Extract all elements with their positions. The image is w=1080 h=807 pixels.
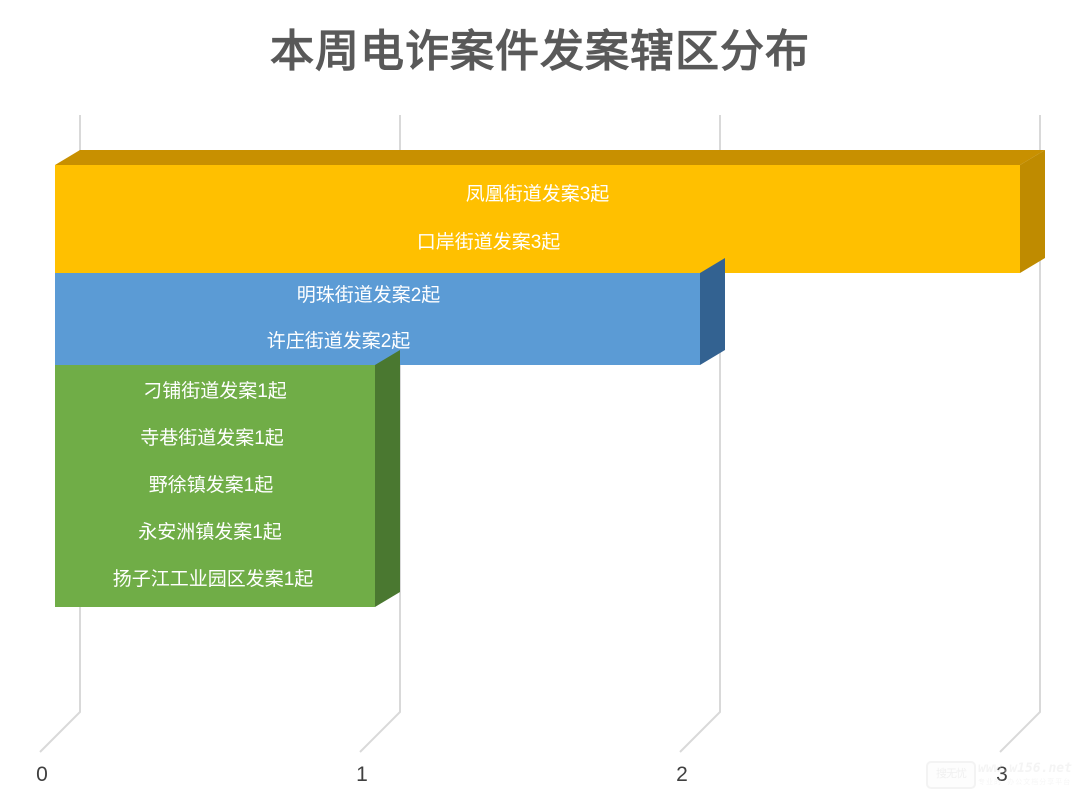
axis-tick-label-2: 2 bbox=[676, 763, 688, 786]
bar-series-2[interactable]: 刁铺街道发案1起 寺巷街道发案1起 野徐镇发案1起 永安洲镇发案1起 扬子江工业… bbox=[55, 350, 400, 607]
bar-series-1[interactable]: 明珠街道发案2起 许庄街道发案2起 bbox=[55, 258, 725, 365]
bar-front-face-0 bbox=[55, 165, 1020, 273]
axis-tick-label-1: 1 bbox=[356, 763, 368, 786]
axis-tick-label-3: 3 bbox=[996, 763, 1008, 786]
bar-front-face-1 bbox=[55, 273, 700, 365]
bar-side-face-2 bbox=[375, 350, 400, 607]
bar-side-face-1 bbox=[700, 258, 725, 365]
bar-series-0[interactable]: 凤凰街道发案3起 口岸街道发案3起 bbox=[55, 150, 1045, 273]
chart-title: 本周电诈案件发案辖区分布 bbox=[270, 27, 810, 76]
bar-front-face-2 bbox=[55, 365, 375, 607]
bar-top-face-0 bbox=[55, 150, 1045, 165]
axis-tick-label-0: 0 bbox=[36, 763, 48, 786]
bar-side-face-0 bbox=[1020, 150, 1045, 273]
